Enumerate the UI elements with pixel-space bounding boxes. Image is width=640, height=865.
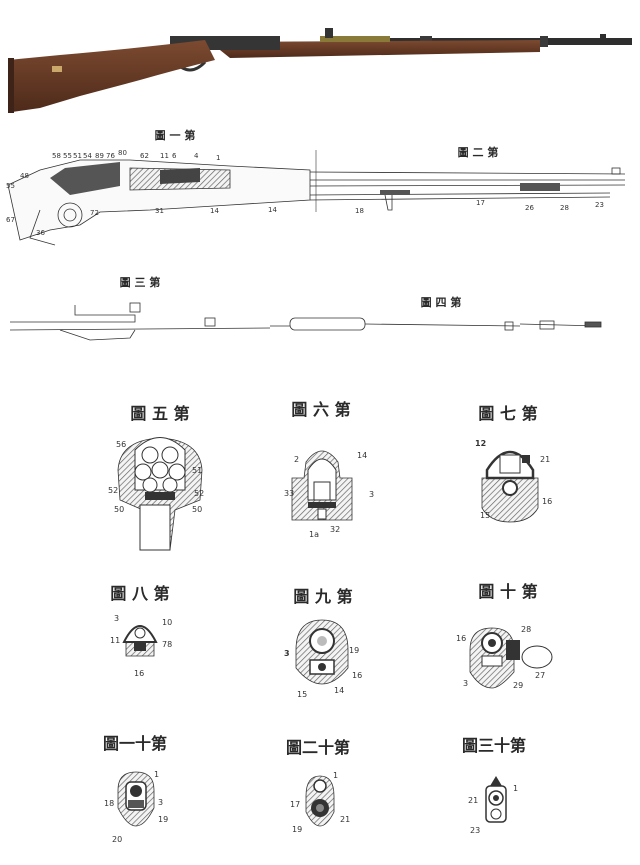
fig9-label: 16 <box>352 671 362 680</box>
svg-text:1: 1 <box>216 154 220 162</box>
fig5-cross-section: 56 51 52 52 50 50 <box>108 437 204 551</box>
fig8-label: 11 <box>110 636 120 645</box>
fig11-label: 18 <box>104 799 114 808</box>
fig10-cross-section: 28 16 27 3 29 <box>456 625 553 690</box>
svg-text:55: 55 <box>63 152 72 160</box>
fig5-title: 圖 五 第 <box>130 404 189 423</box>
fig7-label: 16 <box>542 497 552 506</box>
fig10-label: 29 <box>513 681 523 690</box>
fig11-label: 20 <box>112 835 122 844</box>
fig7-label: 12 <box>475 439 486 448</box>
fig5-label: 50 <box>192 505 202 514</box>
fig6-label: 1a <box>309 530 319 539</box>
svg-text:11: 11 <box>160 152 169 160</box>
fig10-title: 圖 十 第 <box>478 582 537 601</box>
fig9-label: 19 <box>349 646 359 655</box>
svg-text:67: 67 <box>6 216 15 224</box>
fig6-label: 33 <box>284 489 294 498</box>
fig6-label: 32 <box>330 525 340 534</box>
fig13-label: 23 <box>470 826 480 835</box>
fig9-label: 14 <box>334 686 344 695</box>
fig9-title: 圖 九 第 <box>293 587 352 606</box>
fig8-label: 3 <box>114 614 119 623</box>
fig6-label: 14 <box>357 451 367 460</box>
svg-text:26: 26 <box>525 204 534 212</box>
svg-text:80: 80 <box>118 149 127 157</box>
fig5-label: 51 <box>192 466 202 475</box>
svg-text:23: 23 <box>595 201 604 209</box>
fig2-title: 圖 二 第 <box>458 145 499 159</box>
svg-text:72: 72 <box>90 209 99 217</box>
fig7-cross-section: 12 21 16 15 <box>475 439 552 523</box>
fig10-label: 16 <box>456 634 466 643</box>
fig11-label: 19 <box>158 815 168 824</box>
fig12-label: 1 <box>333 771 338 780</box>
fig9-label: 15 <box>297 690 307 699</box>
fig13-label: 21 <box>468 796 478 805</box>
svg-text:14: 14 <box>210 207 219 215</box>
fig1-fig2-cutaway <box>7 150 626 246</box>
svg-text:28: 28 <box>560 204 569 212</box>
fig13-cross-section: 1 21 23 <box>468 776 518 835</box>
fig10-label: 3 <box>463 679 468 688</box>
fig6-label: 3 <box>369 490 374 499</box>
svg-text:89: 89 <box>95 152 104 160</box>
fig5-label: 50 <box>114 505 124 514</box>
fig6-title: 圖 六 第 <box>291 400 350 419</box>
fig11-title: 圖一十第 <box>103 734 167 753</box>
fig5-label: 56 <box>116 440 126 449</box>
fig8-title: 圖 八 第 <box>110 584 169 603</box>
svg-text:31: 31 <box>155 207 164 215</box>
fig12-cross-section: 1 17 19 21 <box>290 771 350 834</box>
svg-text:6: 6 <box>172 152 177 160</box>
fig1-title: 圖 一 第 <box>155 128 196 142</box>
fig7-title: 圖 七 第 <box>478 404 537 423</box>
svg-text:58: 58 <box>52 152 61 160</box>
fig11-cross-section: 1 18 3 19 20 <box>104 770 168 844</box>
fig13-title: 圖三十第 <box>462 736 526 755</box>
svg-text:55: 55 <box>6 182 15 190</box>
fig8-cross-section: 3 10 11 78 16 <box>110 614 172 678</box>
svg-text:48: 48 <box>20 172 29 180</box>
fig10-label: 28 <box>521 625 531 634</box>
fig5-label: 52 <box>194 489 204 498</box>
fig12-label: 17 <box>290 800 300 809</box>
fig4-title: 圖 四 第 <box>421 295 462 309</box>
fig12-label: 19 <box>292 825 302 834</box>
svg-text:76: 76 <box>106 152 115 160</box>
rifle-photo <box>8 28 632 113</box>
svg-text:17: 17 <box>476 199 485 207</box>
fig5-label: 52 <box>108 486 118 495</box>
svg-text:62: 62 <box>140 152 149 160</box>
svg-text:18: 18 <box>355 207 364 215</box>
fig7-label: 15 <box>480 511 490 520</box>
fig3-fig4-drawing <box>9 302 602 341</box>
fig3-title: 圖 三 第 <box>120 275 161 289</box>
fig7-label: 21 <box>540 455 550 464</box>
svg-text:54: 54 <box>83 152 92 160</box>
fig6-cross-section: 14 2 33 3 32 1a <box>284 450 374 539</box>
fig12-title: 圖二十第 <box>286 738 350 757</box>
fig8-label: 16 <box>134 669 144 678</box>
svg-text:36: 36 <box>36 229 45 237</box>
svg-text:4: 4 <box>194 152 199 160</box>
svg-text:51: 51 <box>73 152 82 160</box>
fig8-label: 78 <box>162 640 172 649</box>
fig6-label: 2 <box>294 455 299 464</box>
fig11-label: 1 <box>154 770 159 779</box>
fig13-label: 1 <box>513 784 518 793</box>
svg-text:14: 14 <box>268 206 277 214</box>
fig12-label: 21 <box>340 815 350 824</box>
fig9-label: 3 <box>284 649 290 658</box>
fig11-label: 3 <box>158 798 163 807</box>
fig9-cross-section: 3 19 16 15 14 <box>284 619 362 699</box>
fig10-label: 27 <box>535 671 545 680</box>
fig8-label: 10 <box>162 618 172 627</box>
